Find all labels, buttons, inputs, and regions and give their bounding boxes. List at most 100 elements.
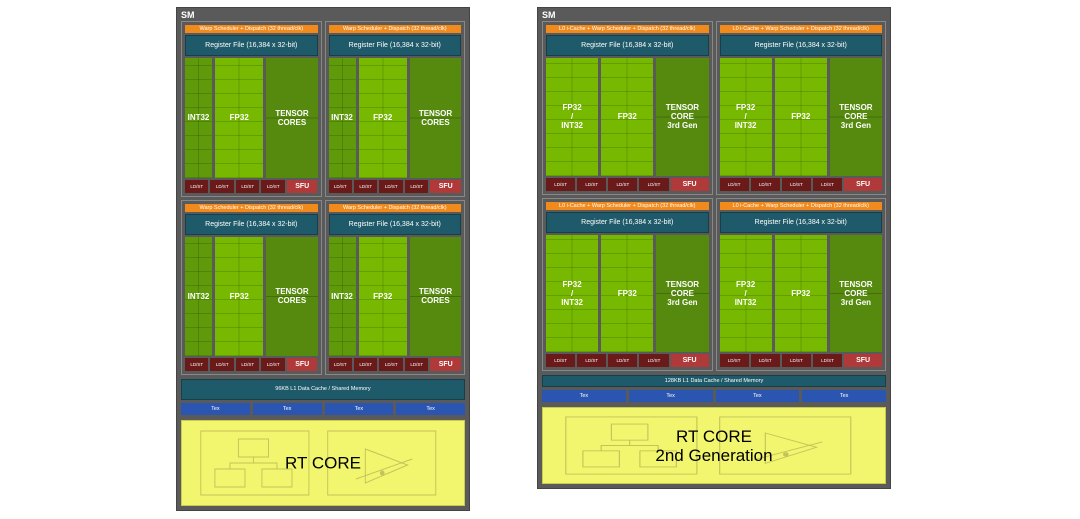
- fp32-unit: FP32 / INT32: [719, 58, 772, 176]
- sfu-unit: SFU: [286, 179, 318, 193]
- tensor-core-unit: TENSOR CORE 3rd Gen: [656, 234, 709, 352]
- register-file: Register File (16,384 x 32-bit): [328, 35, 461, 56]
- tex-unit: Tex: [396, 403, 465, 415]
- tex-unit: Tex: [715, 390, 800, 402]
- ldst-unit: LD/ST: [404, 179, 429, 193]
- rt-core: RT CORE: [181, 420, 465, 506]
- sfu-unit: SFU: [286, 358, 318, 371]
- fp32-unit: FP32: [601, 58, 654, 176]
- sm-title: SM: [181, 10, 195, 20]
- sfu-unit: SFU: [430, 358, 461, 371]
- warp-scheduler: Warp Scheduler + Dispatch (32 thread/clk…: [328, 203, 461, 212]
- warp-scheduler: Warp Scheduler + Dispatch (32 thread/clk…: [185, 203, 318, 212]
- ldst-unit: LD/ST: [353, 358, 378, 371]
- ldst-unit: LD/ST: [608, 354, 638, 367]
- ldst-unit: LD/ST: [812, 354, 843, 367]
- ldst-unit: LD/ST: [328, 358, 352, 371]
- processing-block: Warp Scheduler + Dispatch (32 thread/clk…: [324, 199, 465, 375]
- tensor-core-unit: TENSOR CORE 3rd Gen: [656, 58, 709, 176]
- register-file: Register File (16,384 x 32-bit): [328, 213, 461, 235]
- ldst-unit: LD/ST: [404, 358, 429, 371]
- sfu-unit: SFU: [430, 179, 461, 193]
- tensor-core-unit: TENSOR CORES: [266, 58, 318, 178]
- ldst-unit: LD/ST: [353, 179, 378, 193]
- processing-block: L0 i-Cache + Warp Scheduler + Dispatch (…: [715, 21, 886, 195]
- processing-block: L0 i-Cache + Warp Scheduler + Dispatch (…: [542, 197, 713, 371]
- register-file: Register File (16,384 x 32-bit): [546, 211, 709, 233]
- tex-unit: Tex: [628, 390, 713, 402]
- register-file: Register File (16,384 x 32-bit): [185, 213, 318, 235]
- sfu-unit: SFU: [670, 177, 709, 191]
- tex-unit: Tex: [252, 403, 322, 415]
- quadrant-grid: L0 i-Cache + Warp Scheduler + Dispatch (…: [542, 21, 886, 371]
- tensor-core-unit: TENSOR CORES: [409, 58, 461, 178]
- int32-unit: INT32: [185, 58, 212, 178]
- tex-unit: Tex: [542, 390, 626, 402]
- fp32-unit: FP32: [774, 58, 827, 176]
- fp32-unit: FP32 / INT32: [546, 58, 599, 176]
- register-file: Register File (16,384 x 32-bit): [719, 35, 882, 56]
- fp32-unit: FP32 / INT32: [719, 234, 772, 352]
- int32-unit: INT32: [328, 58, 356, 178]
- ldst-unit: LD/ST: [235, 179, 260, 193]
- ldst-unit: LD/ST: [639, 177, 669, 191]
- sm-ampere: SM L0 i-Cache + Warp Scheduler + Dispatch…: [537, 7, 891, 489]
- register-file: Register File (16,384 x 32-bit): [185, 35, 318, 56]
- ldst-unit: LD/ST: [185, 179, 209, 193]
- warp-scheduler: L0 i-Cache + Warp Scheduler + Dispatch (…: [719, 25, 882, 33]
- tensor-core-unit: TENSOR CORE 3rd Gen: [829, 234, 883, 352]
- ldst-unit: LD/ST: [750, 177, 780, 191]
- ldst-unit: LD/ST: [261, 179, 285, 193]
- ldst-unit: LD/ST: [185, 358, 209, 371]
- ldst-unit: LD/ST: [577, 354, 607, 367]
- ldst-unit: LD/ST: [379, 179, 403, 193]
- fp32-unit: FP32: [358, 58, 407, 178]
- ldst-unit: LD/ST: [781, 177, 811, 191]
- sfu-unit: SFU: [844, 177, 883, 191]
- fp32-unit: FP32: [358, 236, 407, 356]
- ldst-unit: LD/ST: [608, 177, 638, 191]
- ldst-unit: LD/ST: [546, 177, 576, 191]
- processing-block: Warp Scheduler + Dispatch (32 thread/clk…: [181, 21, 322, 197]
- rt-core-diagram-icon: [200, 430, 437, 496]
- ldst-unit: LD/ST: [750, 354, 780, 367]
- quadrant-grid: Warp Scheduler + Dispatch (32 thread/clk…: [181, 21, 465, 375]
- ldst-unit: LD/ST: [719, 177, 749, 191]
- ldst-unit: LD/ST: [328, 179, 352, 193]
- rt-core-label: RT CORE 2nd Generation: [655, 426, 773, 465]
- warp-scheduler: L0 i-Cache + Warp Scheduler + Dispatch (…: [546, 25, 709, 33]
- ldst-unit: LD/ST: [235, 358, 260, 371]
- int32-unit: INT32: [185, 236, 212, 356]
- processing-block: L0 i-Cache + Warp Scheduler + Dispatch (…: [542, 21, 713, 195]
- tensor-core-unit: TENSOR CORE 3rd Gen: [829, 58, 883, 176]
- int32-unit: INT32: [328, 236, 356, 356]
- rt-core: RT CORE 2nd Generation: [542, 407, 886, 484]
- sfu-unit: SFU: [844, 354, 883, 367]
- sm-title: SM: [542, 10, 556, 20]
- fp32-unit: FP32: [601, 234, 654, 352]
- ldst-unit: LD/ST: [210, 358, 234, 371]
- rt-core-diagram-icon: [565, 416, 852, 475]
- tex-unit: Tex: [324, 403, 394, 415]
- processing-block: L0 i-Cache + Warp Scheduler + Dispatch (…: [715, 197, 886, 371]
- fp32-unit: FP32: [215, 236, 264, 356]
- ldst-unit: LD/ST: [546, 354, 576, 367]
- register-file: Register File (16,384 x 32-bit): [546, 35, 709, 56]
- tex-unit: Tex: [181, 403, 250, 415]
- ldst-unit: LD/ST: [812, 177, 843, 191]
